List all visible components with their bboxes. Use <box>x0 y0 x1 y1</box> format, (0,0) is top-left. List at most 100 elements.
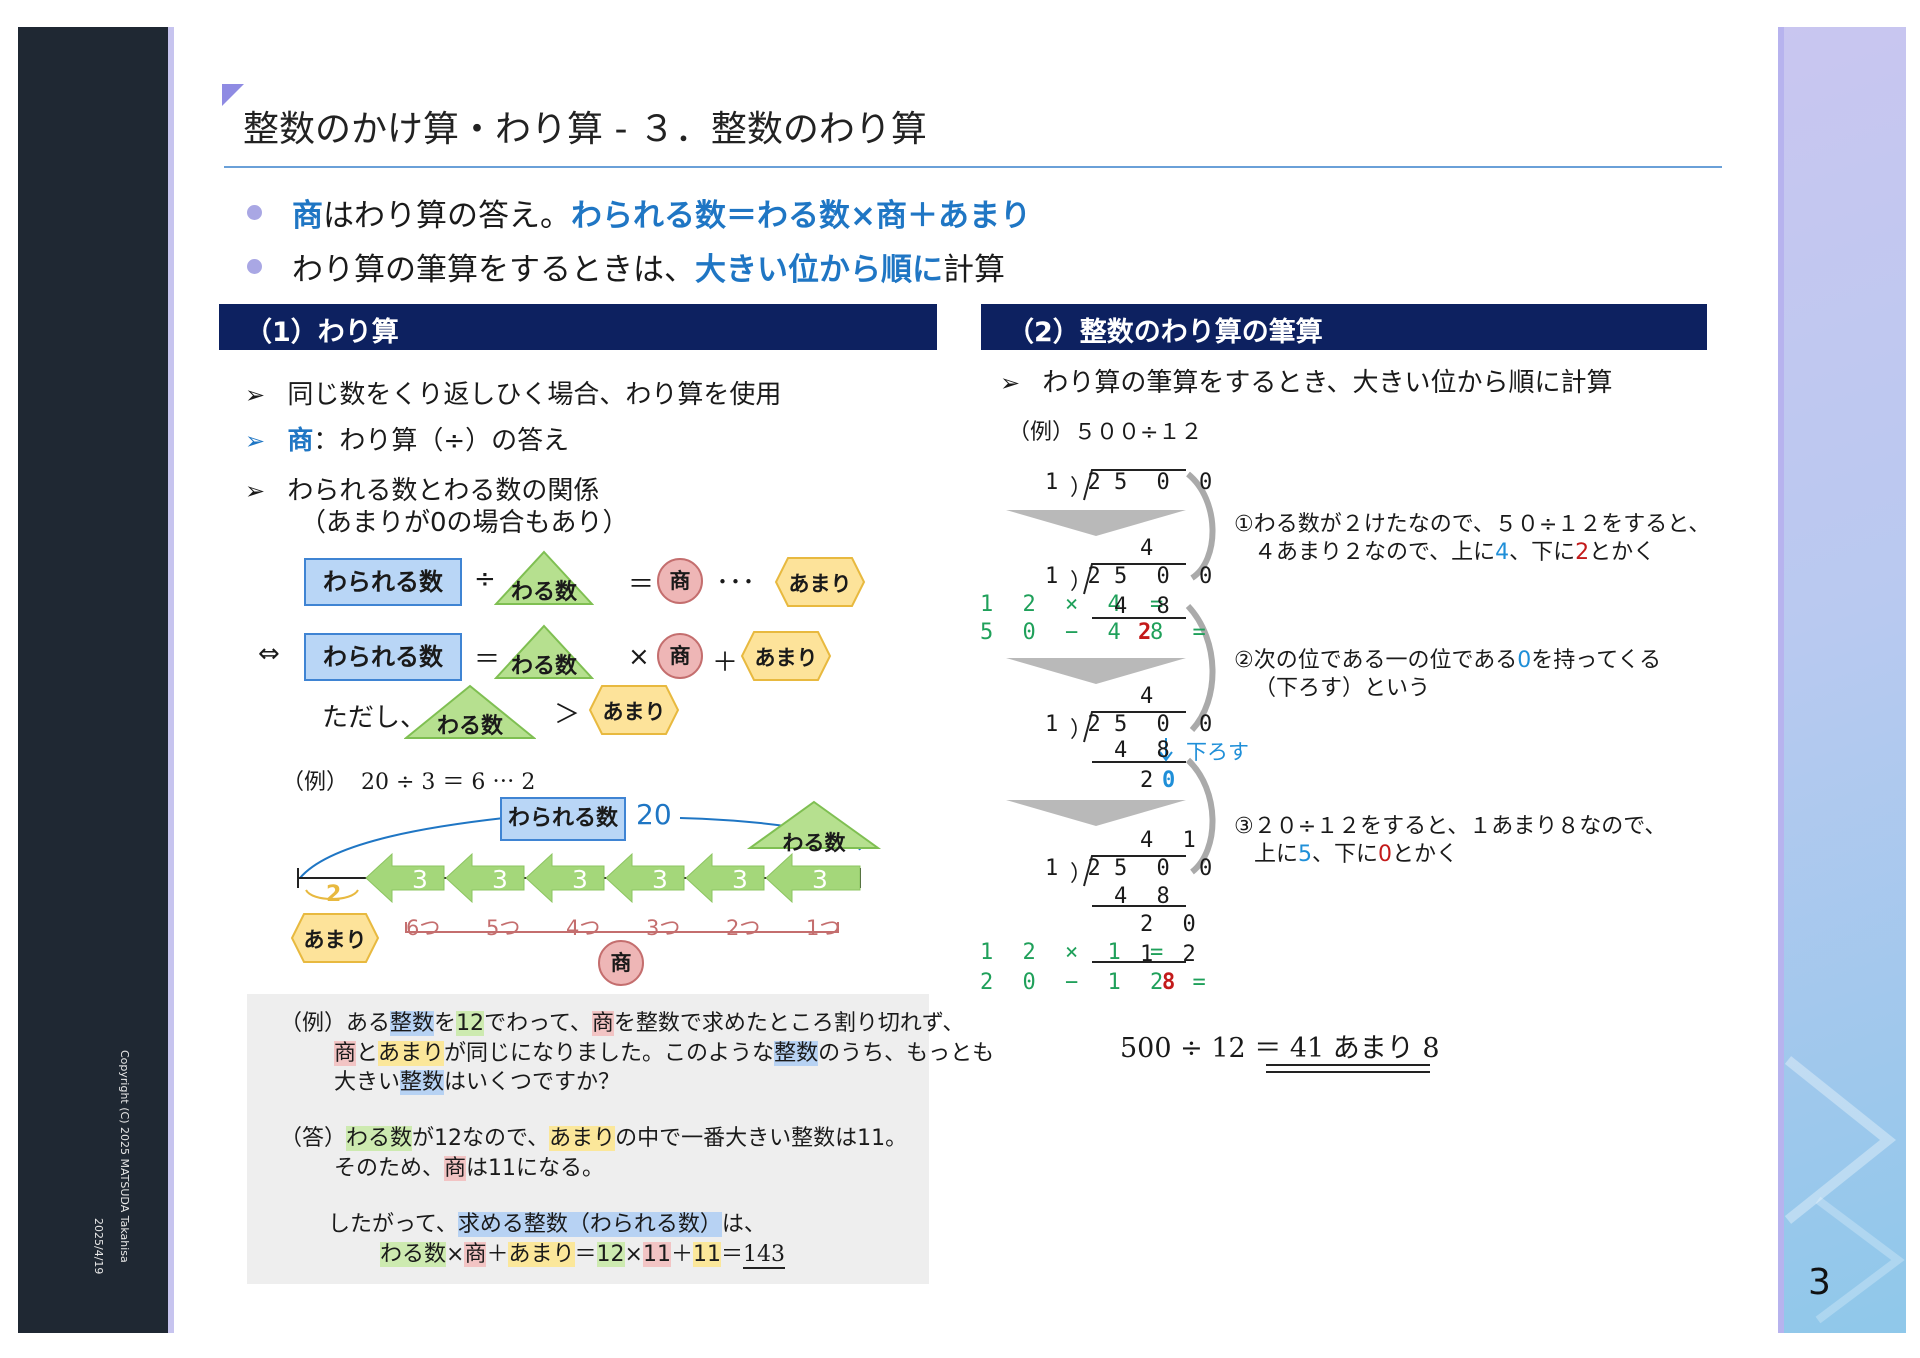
example-expression: 20 ÷ 3 ＝ 6 ⋯ 2 <box>361 770 536 795</box>
section2-heading: （2）整数のわり算の筆算 <box>1007 317 1323 348</box>
hl-divisor: わる数 <box>346 1126 413 1151</box>
text: を持ってくる <box>1531 648 1662 673</box>
divisor: 1 2 <box>1045 470 1109 495</box>
answer-line-4: わる数×商＋あまり＝12×11＋11＝143 <box>380 1236 785 1269</box>
text: × <box>624 1242 643 1267</box>
text: 上に <box>1254 842 1299 867</box>
paren: ） <box>1070 476 1101 501</box>
text: 、下に <box>1509 540 1576 565</box>
brought-digit: 0 <box>1162 768 1184 793</box>
sub-label: 2 0 − 1 2 = <box>980 970 1214 995</box>
copyright-text: Copyright (C) 2025 MATSUDA Takahisa <box>118 1050 131 1263</box>
left-sidebar <box>18 27 168 1333</box>
hl-integer: 整数 <box>400 1070 445 1095</box>
mul-label: 1 2 × 4 = <box>980 592 1172 617</box>
text: × <box>446 1242 465 1267</box>
text: ②次の位である一の位である <box>1234 648 1518 673</box>
division-result: 500 ÷ 12 ＝ 41 あまり 8 <box>1120 1033 1440 1064</box>
chevron-decoration <box>1784 1056 1905 1324</box>
s2-example: （例）５００÷１２ <box>1008 420 1203 445</box>
text: が同じになりました。このような <box>444 1041 775 1066</box>
s1-item-1: ➢ 同じ数をくり返しひく場合、わり算を使用 <box>245 374 781 411</box>
sidebar-edge <box>168 27 174 1333</box>
result-double-underline <box>1266 1064 1430 1073</box>
s1-item-3: ➢ わられる数とわる数の関係 <box>245 470 599 507</box>
step-3: 3 <box>812 865 828 894</box>
hl-dividend: 求める整数（わられる数） <box>457 1212 722 1237</box>
long-division-graphic <box>1006 469 1216 963</box>
text: ＝ <box>720 1242 743 1267</box>
divisor-label: わる数 <box>436 714 503 739</box>
subtraction-diagram <box>297 800 882 933</box>
arrow-bullet-icon: ➢ <box>245 427 266 455</box>
step1-note-1: ①わる数が２けたなので、５０÷１２をすると、 <box>1234 512 1711 537</box>
problem-line-1: （例）ある整数を12でわって、商を整数で求めたところ割り切れず、 <box>280 1005 964 1037</box>
iff-sign: ⇔ <box>258 639 280 669</box>
product: 4 8 <box>1114 884 1178 909</box>
divisor-triangle <box>494 624 594 679</box>
title-triangle-icon <box>222 84 244 106</box>
note-remainder: 2 <box>1575 540 1590 565</box>
example-total: 20 <box>636 798 672 831</box>
remainder-label: あまり <box>303 928 367 952</box>
note-digit: 0 <box>1517 648 1532 673</box>
text: ＋ <box>486 1242 509 1267</box>
divisor-triangle <box>494 550 594 605</box>
hl-remainder: あまり <box>549 1126 616 1151</box>
step3-note-2: 上に5、下に0とかく <box>1254 836 1458 868</box>
step3-note-1: ③２０÷１２をすると、１あまり８なので、 <box>1234 814 1667 839</box>
text: が12なので、 <box>412 1126 550 1151</box>
text: ＝ <box>574 1242 597 1267</box>
bullet-1-formula: わられる数＝わる数×商＋あまり <box>571 198 1031 234</box>
text: したがって、 <box>328 1212 458 1237</box>
hl-quotient: 商 <box>591 1011 614 1036</box>
step-3: 3 <box>412 865 428 894</box>
answer-line-2: そのため、商は11になる。 <box>334 1150 604 1182</box>
hl-divisor: 12 <box>456 1011 485 1036</box>
step1-note-2: ４あまり２なので、上に4、下に2とかく <box>1254 534 1655 566</box>
paren: ） <box>1070 862 1101 887</box>
quotient-digit: 4 <box>1140 536 1162 561</box>
paren: ） <box>1070 718 1101 743</box>
remainder-digit: 8 <box>1162 970 1184 995</box>
product: 4 8 <box>1114 594 1178 619</box>
text: 大きい <box>334 1070 401 1095</box>
dividend-box: わられる数 <box>304 633 462 681</box>
s1-item-2-text: ：わり算（÷）の答え <box>313 426 570 456</box>
bullet-dot <box>247 259 262 274</box>
step-3: 3 <box>492 865 508 894</box>
bullet-2: わり算の筆算をするときは、大きい位から順に計算 <box>292 244 1005 289</box>
count-label: 3つ <box>646 916 681 940</box>
example-line: （例） 20 ÷ 3 ＝ 6 ⋯ 2 <box>282 764 535 796</box>
hl-quotient: 11 <box>642 1242 671 1267</box>
hl-integer: 整数 <box>390 1011 435 1036</box>
text: ＋ <box>670 1242 693 1267</box>
text: のうち、もっとも <box>818 1041 995 1066</box>
bullet-1: 商はわり算の答え。わられる数＝わる数×商＋あまり <box>292 190 1031 235</box>
remainder-hexagon <box>290 913 380 963</box>
remainder-digit: 2 <box>1138 620 1160 645</box>
answer-value: 143 <box>742 1242 785 1269</box>
dividend: 5 0 0 <box>1114 856 1221 881</box>
hl-integer: 整数 <box>774 1041 819 1066</box>
count-label: 5つ <box>486 916 521 940</box>
count-label: 2つ <box>726 916 761 940</box>
arrow-bullet-icon: ➢ <box>245 477 266 505</box>
text: を整数で求めたところ割り切れず、 <box>613 1011 965 1036</box>
divisor-label: わる数 <box>510 580 577 605</box>
hl-remainder: 11 <box>692 1242 721 1267</box>
text: の中で一番大きい整数は11。 <box>615 1126 908 1151</box>
problem-label: （例） <box>280 1011 347 1036</box>
equals-sign: ＝ <box>628 570 655 600</box>
problem-line-2: 商とあまりが同じになりました。このような整数のうち、もっとも <box>334 1035 994 1067</box>
title-rule <box>224 166 1722 168</box>
step2-note-2: （下ろす）という <box>1254 676 1431 701</box>
page-number: 3 <box>1808 1262 1831 1303</box>
greater-than-sign: ＞ <box>554 700 581 730</box>
hl-quotient: 商 <box>334 1041 357 1066</box>
remainder-label: あまり <box>788 572 852 596</box>
answer-line-3: したがって、求める整数（わられる数）は、 <box>328 1206 766 1238</box>
section1-heading: （1）わり算 <box>245 317 399 348</box>
quotient-circle: 商 <box>598 940 644 986</box>
example-label: （例） <box>282 770 349 795</box>
